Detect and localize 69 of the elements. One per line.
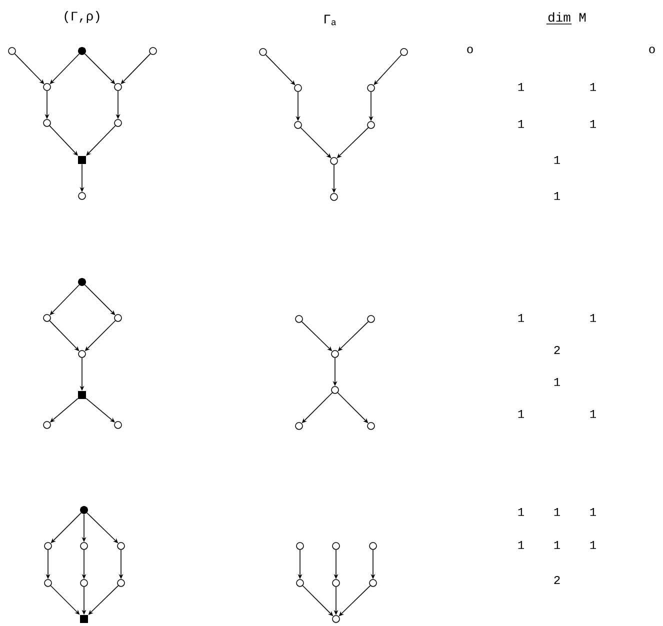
node-circle bbox=[330, 157, 338, 165]
node-circle bbox=[400, 48, 408, 56]
dimension-value: 1 bbox=[554, 378, 560, 386]
node-circle bbox=[294, 84, 302, 92]
arrow bbox=[86, 398, 115, 422]
dimension-value: 1 bbox=[518, 83, 524, 91]
node-circle bbox=[117, 542, 125, 550]
node-circle bbox=[331, 386, 339, 394]
dimension-value: 1 bbox=[518, 410, 524, 418]
filled-dot bbox=[78, 47, 86, 55]
node-circle bbox=[43, 421, 51, 429]
dimension-value: 1 bbox=[590, 508, 596, 516]
node-circle bbox=[44, 542, 52, 550]
dimension-value: 1 bbox=[554, 156, 560, 164]
dimension-value: 1 bbox=[518, 541, 524, 549]
dimension-value: 1 bbox=[590, 410, 596, 418]
node-circle bbox=[78, 192, 86, 200]
column-heading: dim M bbox=[548, 12, 586, 22]
filled-dot bbox=[78, 278, 86, 286]
node-circle bbox=[43, 119, 51, 127]
dimension-value: 1 bbox=[554, 541, 560, 549]
dimension-value: o bbox=[467, 46, 473, 54]
node-circle bbox=[114, 83, 122, 91]
node-circle bbox=[332, 579, 340, 587]
dimension-value: 1 bbox=[554, 508, 560, 516]
node-circle bbox=[294, 121, 302, 129]
node-circle bbox=[78, 350, 86, 358]
node-circle bbox=[117, 579, 125, 587]
node-circle bbox=[44, 579, 52, 587]
column-heading: Γ$_{a}$ bbox=[324, 14, 336, 26]
node-circle bbox=[332, 615, 340, 623]
dimension-value: 1 bbox=[590, 83, 596, 91]
node-circle bbox=[114, 119, 122, 127]
node-circle bbox=[367, 315, 375, 323]
column-heading: (Γ,ρ) bbox=[64, 10, 100, 24]
node-circle bbox=[8, 47, 16, 55]
node-circle bbox=[43, 83, 51, 91]
dimension-value: 2 bbox=[554, 576, 560, 584]
dimension-value: 1 bbox=[590, 120, 596, 128]
node-circle bbox=[149, 47, 157, 55]
node-circle bbox=[369, 542, 377, 550]
node-circle bbox=[114, 421, 122, 429]
node-circle bbox=[367, 422, 375, 430]
filled-square bbox=[80, 615, 88, 623]
node-circle bbox=[43, 314, 51, 322]
dimension-value: 1 bbox=[590, 314, 596, 322]
node-circle bbox=[295, 315, 303, 323]
node-circle bbox=[259, 48, 267, 56]
node-circle bbox=[114, 314, 122, 322]
node-circle bbox=[330, 193, 338, 201]
dimension-value: 2 bbox=[554, 346, 560, 354]
node-circle bbox=[80, 542, 88, 550]
dimension-value: 1 bbox=[518, 120, 524, 128]
node-circle bbox=[331, 350, 339, 358]
dimension-value: 1 bbox=[518, 508, 524, 516]
dimension-value: 1 bbox=[554, 192, 560, 200]
node-circle bbox=[80, 579, 88, 587]
node-circle bbox=[367, 121, 375, 129]
filled-square bbox=[78, 156, 86, 164]
dimension-value: o bbox=[649, 46, 655, 54]
node-circle bbox=[295, 422, 303, 430]
node-circle bbox=[296, 542, 304, 550]
node-circle bbox=[369, 579, 377, 587]
dimension-value: 1 bbox=[518, 314, 524, 322]
filled-dot bbox=[80, 506, 88, 514]
node-circle bbox=[296, 579, 304, 587]
dimension-value: 1 bbox=[590, 541, 596, 549]
node-circle bbox=[332, 542, 340, 550]
node-circle bbox=[367, 84, 375, 92]
